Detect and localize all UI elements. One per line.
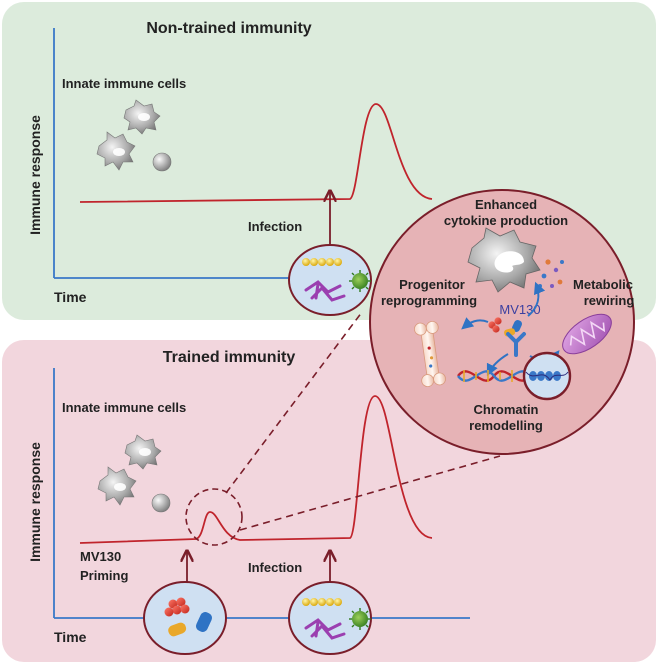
activated-macrophage-icon (467, 227, 541, 293)
mv130-particles-icon (488, 317, 523, 337)
bacteria-icon (302, 258, 342, 266)
bacillus-icon (168, 622, 187, 637)
chromatin-nucleosome-icon (522, 351, 572, 401)
bottom-response-curve (79, 395, 433, 544)
zoom-connector-top (225, 311, 363, 494)
arrow-to-cytokine (527, 281, 546, 317)
bacillus-icon (195, 612, 213, 632)
effect-progenitor-line2: reprogramming (381, 293, 477, 308)
non-trained-title: Non-trained immunity (146, 20, 311, 37)
macrophage-icon (123, 99, 161, 135)
bacteria-icon (302, 598, 342, 606)
monocyte-icon (151, 493, 171, 513)
effect-cytokine-line1: Enhanced (475, 197, 537, 212)
effect-metabolic-line2: rewiring (584, 293, 635, 308)
effect-progenitor-line1: Progenitor (399, 277, 465, 292)
bacteria-cluster-icon (164, 597, 190, 617)
monocyte-icon (152, 152, 172, 172)
mitochondria-icon (562, 313, 612, 355)
mechanism-zoom-circle: Enhanced cytokine production Progenitor … (369, 189, 635, 455)
macrophage-icon (96, 131, 136, 171)
effect-cytokine-line2: cytokine production (444, 213, 568, 228)
bottom-y-axis-label: Immune response (27, 442, 43, 562)
priming-label-priming: Priming (80, 568, 128, 583)
effect-chromatin-line2: remodelling (469, 418, 543, 433)
top-x-axis-label: Time (54, 289, 87, 305)
effect-chromatin-line1: Chromatin (474, 402, 539, 417)
top-response-curve (79, 103, 433, 203)
bottom-innate-cells-label: Innate immune cells (62, 400, 186, 415)
dna-icon (457, 370, 531, 382)
fungus-icon (304, 618, 346, 640)
macrophage-icon (97, 466, 137, 506)
bottom-infection-label: Infection (248, 560, 302, 575)
fungus-icon (304, 280, 346, 302)
trained-title: Trained immunity (163, 349, 296, 366)
bone-marrow-icon (414, 321, 446, 387)
virus-icon (349, 270, 371, 292)
virus-icon (349, 608, 371, 630)
cytokine-dots-icon (538, 259, 564, 288)
top-infection-label: Infection (248, 219, 302, 234)
priming-label-mv130: MV130 (80, 549, 121, 564)
bottom-x-axis-label: Time (54, 629, 87, 645)
priming-zoom-circle (185, 488, 243, 546)
arrow-to-progenitor (461, 317, 489, 330)
zoom-connector-bottom (239, 455, 501, 531)
top-y-axis-label: Immune response (27, 115, 43, 235)
priming-circle (143, 581, 227, 655)
effect-metabolic-line1: Metabolic (573, 277, 633, 292)
antibody-receptor-icon (506, 332, 526, 357)
top-innate-cells-label: Innate immune cells (62, 76, 186, 91)
top-pathogen-circle (288, 244, 372, 316)
bottom-pathogen-circle (288, 581, 372, 655)
macrophage-icon (124, 434, 162, 470)
